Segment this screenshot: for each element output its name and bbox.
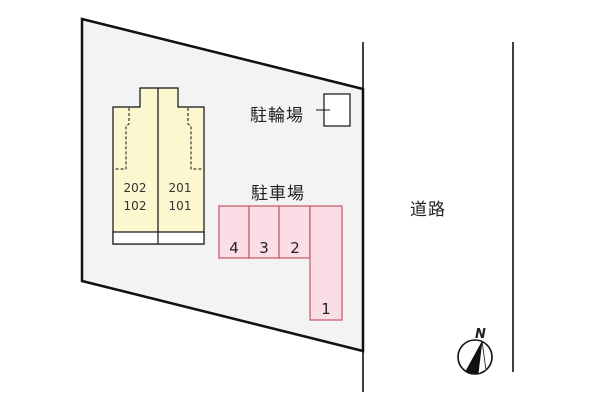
unit-number-lower: 102 <box>123 199 147 213</box>
bicycle-parking-label: 駐輪場 <box>250 106 304 126</box>
building <box>112 87 205 245</box>
north-compass-icon <box>457 339 493 375</box>
parking-space-1: 1 <box>321 300 331 318</box>
unit-number-lower: 101 <box>168 199 192 213</box>
parking-space-4: 4 <box>229 239 239 257</box>
parking-space-2: 2 <box>290 239 300 257</box>
unit-number-upper: 202 <box>123 181 147 195</box>
unit-number-upper: 201 <box>168 181 192 195</box>
road-label: 道路 <box>410 200 446 220</box>
car-parking-label: 駐車場 <box>251 184 305 204</box>
parking-space-3: 3 <box>259 239 269 257</box>
compass-north-label: N <box>475 327 486 342</box>
bicycle-shelter <box>316 93 351 127</box>
parking-lot <box>218 205 343 321</box>
